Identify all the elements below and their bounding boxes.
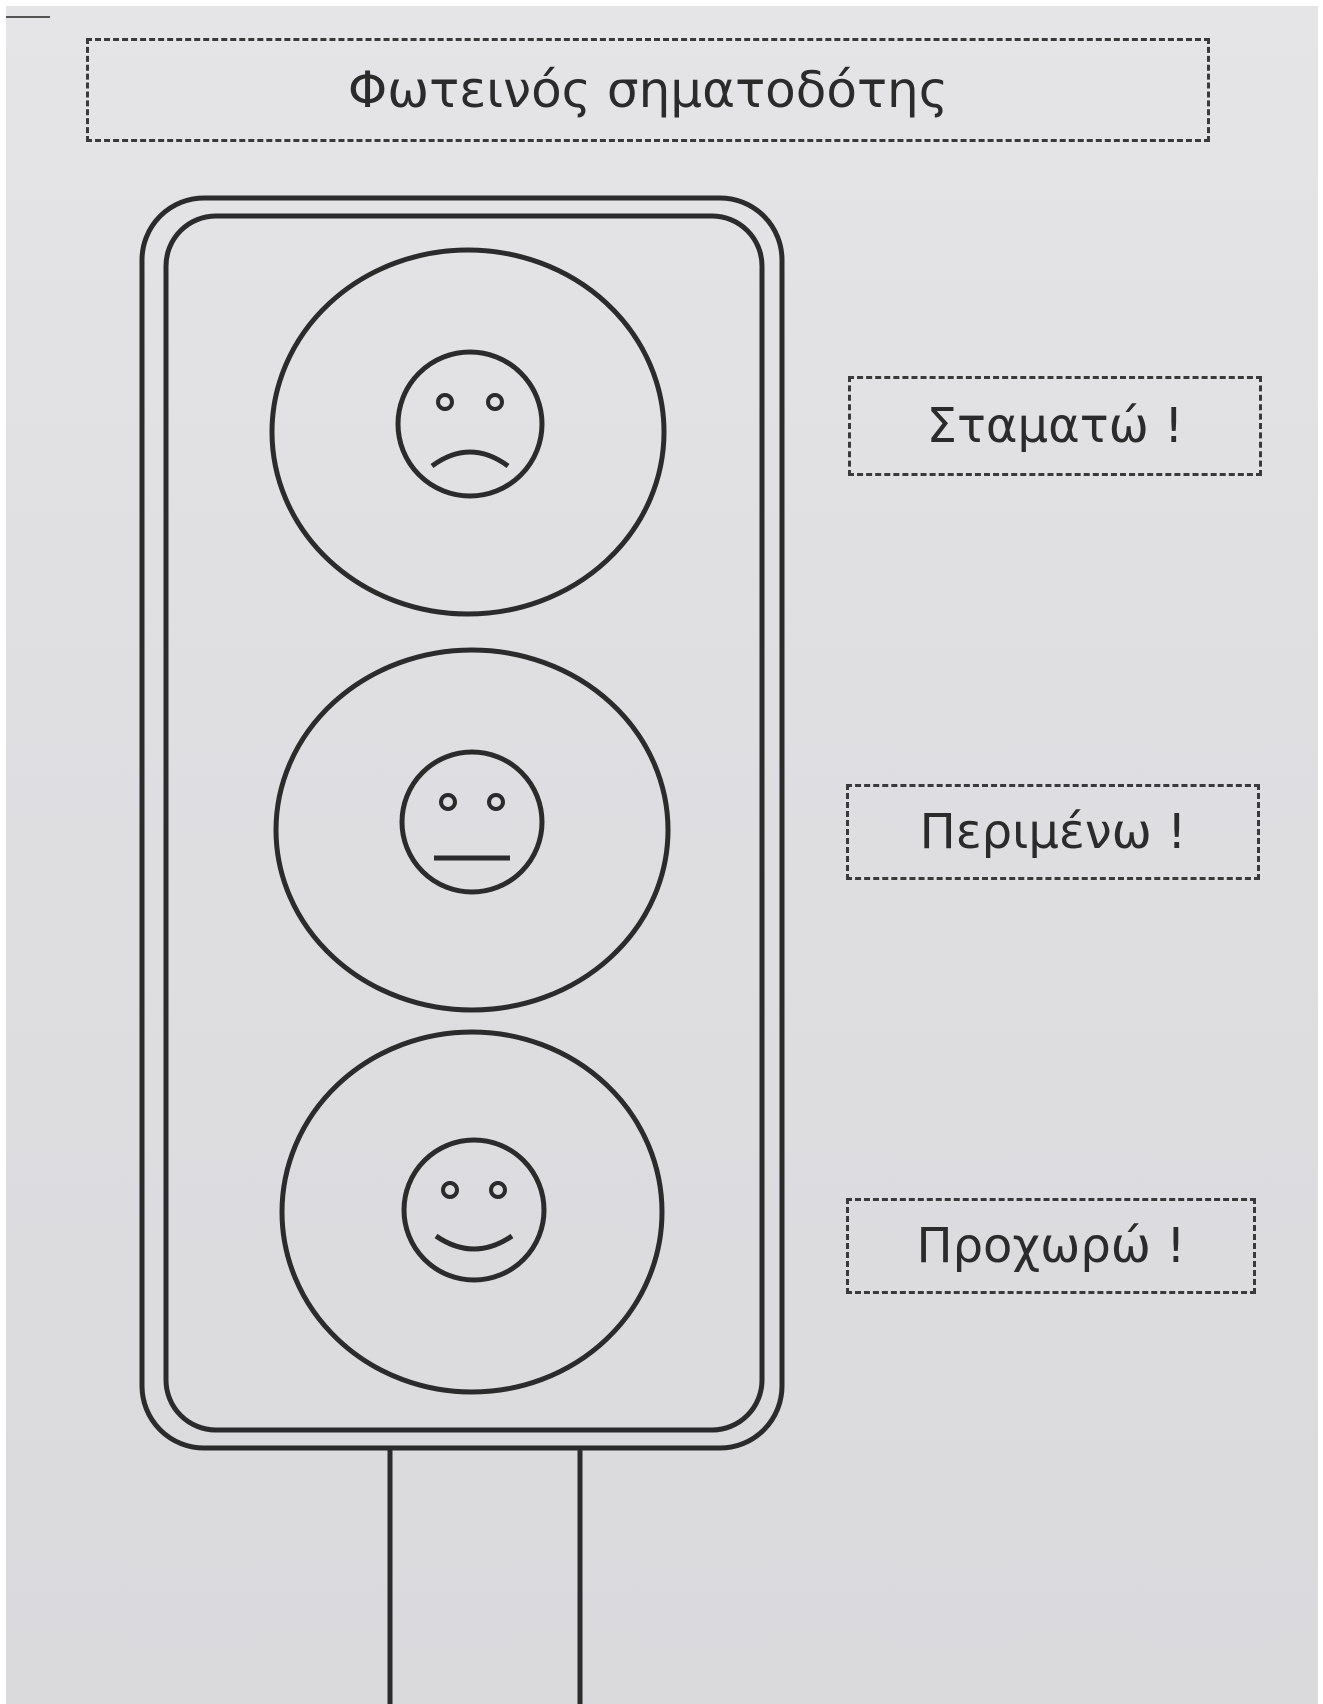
lamp-go <box>282 1032 662 1392</box>
neutral-face-icon <box>402 752 542 892</box>
label-wait: Περιμένω ! <box>846 784 1260 880</box>
lamp-stop <box>272 250 664 614</box>
traffic-light-pole <box>390 1448 580 1704</box>
lamp-wait <box>276 650 668 1010</box>
sad-face-icon <box>398 352 542 496</box>
happy-face-icon <box>404 1140 544 1280</box>
traffic-light-housing <box>142 198 782 1448</box>
label-wait-text: Περιμένω ! <box>920 804 1187 860</box>
label-stop-text: Σταματώ ! <box>927 398 1184 454</box>
label-go-text: Προχωρώ ! <box>916 1218 1185 1274</box>
label-stop: Σταματώ ! <box>848 376 1262 476</box>
label-go: Προχωρώ ! <box>846 1198 1256 1294</box>
